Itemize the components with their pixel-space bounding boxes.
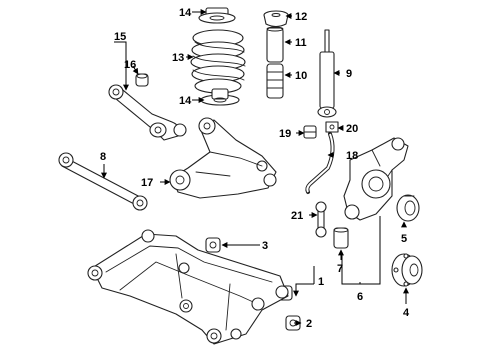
coil-spring — [190, 29, 246, 94]
knuckle-bushing — [333, 227, 349, 249]
leader-lines — [101, 9, 409, 326]
callout-17: 17 — [141, 177, 153, 189]
callout-labels: 14 13 14 12 11 10 9 15 16 8 17 19 20 18 … — [100, 7, 410, 330]
subframe-bushing-upper — [205, 237, 221, 253]
callout-18: 18 — [346, 150, 358, 162]
rear-subframe — [87, 229, 289, 345]
shock-dust-boot — [266, 26, 284, 63]
callout-9: 9 — [346, 68, 352, 80]
stabilizer-bushing — [303, 125, 317, 139]
callout-15: 15 — [114, 31, 126, 43]
callout-2: 2 — [306, 318, 312, 330]
upper-spring-seat — [198, 7, 236, 24]
lateral-link — [58, 152, 148, 211]
callout-4: 4 — [403, 307, 410, 319]
stabilizer-link — [315, 201, 327, 238]
callout-8: 8 — [100, 151, 106, 163]
callout-6: 6 — [357, 291, 363, 303]
callout-7: 7 — [337, 263, 343, 275]
lower-spring-seat — [200, 88, 240, 106]
wheel-bearing — [396, 194, 420, 222]
wheel-hub — [391, 253, 423, 287]
callout-5: 5 — [401, 233, 407, 245]
upper-shock-mount — [263, 10, 289, 28]
callout-11: 11 — [295, 37, 307, 49]
bump-stop — [266, 63, 284, 99]
callout-20: 20 — [346, 123, 358, 135]
shock-absorber — [317, 29, 337, 118]
rear-knuckle — [343, 137, 409, 221]
upper-control-arm — [108, 84, 187, 141]
lower-control-arm — [169, 117, 277, 199]
stabilizer-bar — [305, 132, 335, 194]
callout-10: 10 — [295, 70, 307, 82]
callout-12: 12 — [295, 11, 307, 23]
stabilizer-bracket — [325, 121, 339, 133]
callout-14-top: 14 — [179, 7, 192, 19]
callout-13: 13 — [172, 52, 184, 64]
callout-16: 16 — [124, 59, 136, 71]
callout-3: 3 — [262, 240, 268, 252]
callout-14-bottom: 14 — [179, 95, 192, 107]
control-arm-bushing — [135, 73, 149, 87]
callout-19: 19 — [279, 128, 291, 140]
callout-1: 1 — [318, 276, 324, 288]
callout-21: 21 — [291, 210, 303, 222]
